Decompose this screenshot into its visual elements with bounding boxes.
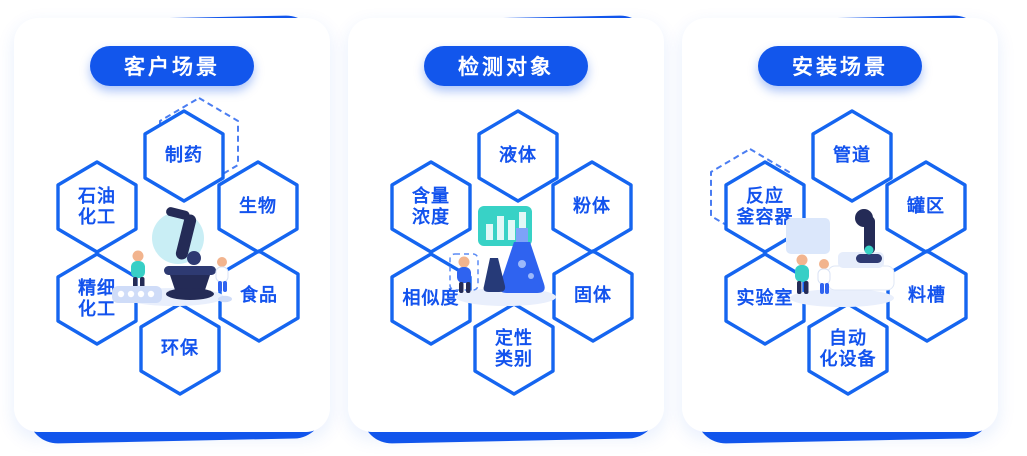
hex-label: 罐区 [907, 196, 945, 217]
microscope-lab-illustration [104, 200, 240, 310]
hex-label: 实验室 [736, 288, 794, 309]
flask-analysis-illustration [438, 200, 574, 310]
hexagon-icon [473, 302, 555, 396]
hex-label: 料槽 [908, 285, 946, 306]
hex-label: 相似度 [402, 288, 460, 309]
hex-label: 定性 类别 [495, 327, 533, 369]
hex-petrochemical: 石油 化工 [54, 159, 140, 255]
panel-customer-scenes: 客户场景 制药 石油 化工 生物 精细 化工 食品 [14, 14, 330, 445]
hex-material-trough: 料槽 [884, 248, 970, 344]
hex-label: 自动 化设备 [819, 327, 877, 369]
panel-card: 客户场景 制药 石油 化工 生物 精细 化工 食品 [14, 18, 330, 432]
equipment-installation-illustration [772, 200, 908, 310]
hexagon-icon [56, 160, 138, 254]
hex-label: 环保 [161, 338, 199, 359]
hex-environmental: 环保 [137, 301, 223, 397]
hexagon-icon [807, 302, 889, 396]
panel-card: 安装场景 管道 反应 釜容器 罐区 实验室 料槽 [682, 18, 998, 432]
hex-label: 石油 化工 [78, 185, 116, 227]
panel-card: 检测对象 液体 含量 浓度 粉体 相似度 固体 [348, 18, 664, 432]
hex-label: 反应 釜容器 [736, 185, 794, 227]
hex-pharma: 制药 [141, 97, 239, 204]
panel-title-badge: 安装场景 [758, 46, 922, 86]
hexagon-icon [811, 109, 893, 203]
hex-content-concentration: 含量 浓度 [388, 159, 474, 255]
hex-label: 食品 [240, 285, 278, 306]
hex-label: 制药 [165, 145, 203, 166]
hex-solid: 固体 [550, 248, 636, 344]
hex-label: 生物 [239, 196, 277, 217]
hex-label: 精细 化工 [78, 277, 116, 319]
hexagon-icon [724, 160, 806, 254]
hexagon-icon [143, 109, 225, 203]
hex-pipeline: 管道 [809, 108, 895, 204]
hex-automation-equipment: 自动 化设备 [805, 301, 891, 397]
hex-qualitative-category: 定性 类别 [471, 301, 557, 397]
panel-installation-scenes: 安装场景 管道 反应 釜容器 罐区 实验室 料槽 [682, 14, 998, 445]
hex-label: 管道 [833, 145, 871, 166]
panel-title-badge: 检测对象 [424, 46, 588, 86]
hex-label: 粉体 [573, 196, 611, 217]
hex-label: 含量 浓度 [412, 185, 450, 227]
hexagon-icon [477, 109, 559, 203]
hexagon-icon [139, 302, 221, 396]
hex-label: 液体 [499, 145, 537, 166]
panel-detection-objects: 检测对象 液体 含量 浓度 粉体 相似度 固体 [348, 14, 664, 445]
hex-liquid: 液体 [475, 108, 561, 204]
panel-title-badge: 客户场景 [90, 46, 254, 86]
hexagon-icon [552, 249, 634, 343]
hex-label: 固体 [574, 285, 612, 306]
hexagon-icon [390, 160, 472, 254]
